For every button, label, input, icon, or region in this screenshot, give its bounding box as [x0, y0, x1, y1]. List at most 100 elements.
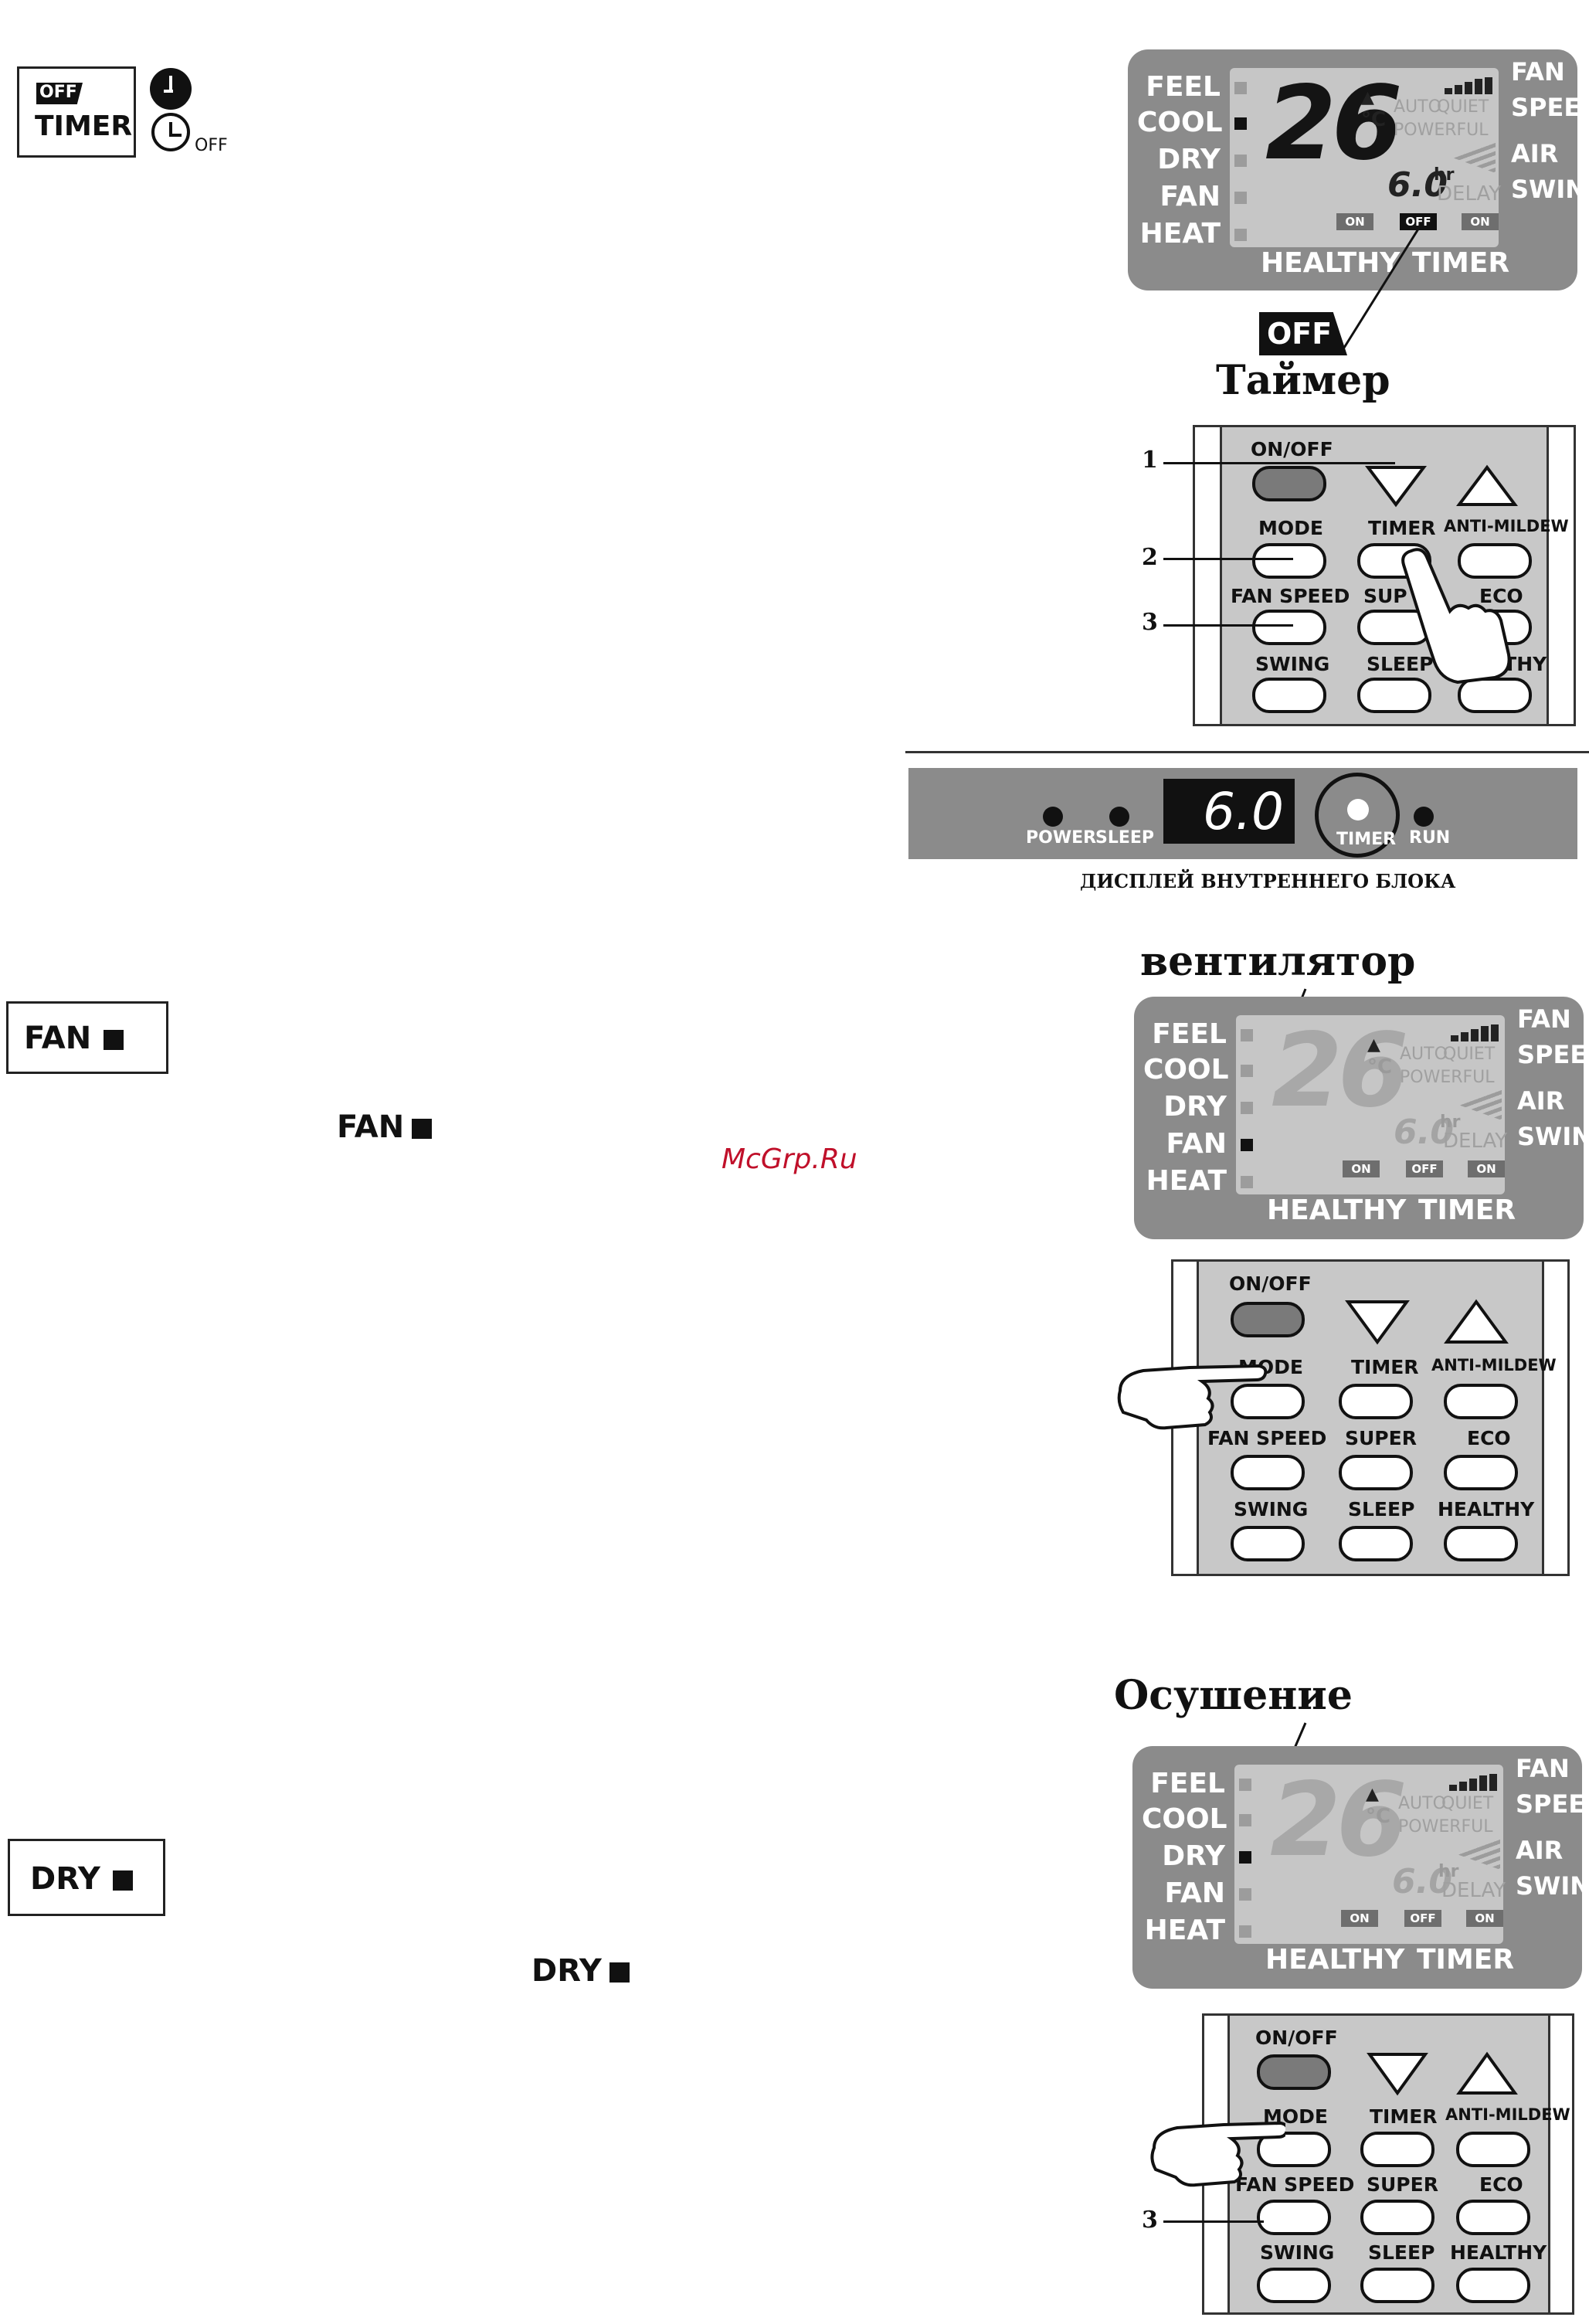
timer-highlight-ring — [1315, 773, 1400, 858]
delay-label: DELAY — [1441, 1879, 1506, 1902]
on-off-label: ON/OFF — [1255, 2027, 1338, 2049]
timer-up-icon[interactable] — [1456, 464, 1518, 508]
mode-dry: DRY — [1162, 1840, 1225, 1872]
delay-label: DELAY — [1443, 1130, 1508, 1153]
super-label: SUPER — [1345, 1427, 1417, 1449]
swing-button[interactable] — [1257, 2268, 1331, 2303]
fan-speed-button[interactable] — [1252, 610, 1326, 645]
swing-label: SWING — [1255, 653, 1330, 675]
callout-3: 3 — [1142, 609, 1158, 636]
dry-callout-3: 3 — [1142, 2207, 1158, 2234]
eco-button[interactable] — [1456, 2200, 1530, 2235]
anti-mildew-button[interactable] — [1456, 2132, 1530, 2167]
timer-down-icon[interactable] — [1367, 2051, 1428, 2096]
speed-label: SPEED — [1516, 1789, 1589, 1819]
delay-label: DELAY — [1437, 182, 1502, 206]
timer-down-icon[interactable] — [1365, 464, 1427, 508]
healthy-button[interactable] — [1456, 2268, 1530, 2303]
timer-button[interactable] — [1339, 1384, 1413, 1419]
on-off-button[interactable] — [1252, 466, 1326, 501]
fan-label: FAN — [1517, 1004, 1571, 1034]
callout-line-1 — [1163, 462, 1395, 464]
quiet-label: QUIET — [1437, 97, 1489, 117]
timer-button[interactable] — [1360, 2132, 1435, 2167]
fan-speed-bars-icon — [1449, 1774, 1509, 1791]
eco-label: ECO — [1479, 585, 1523, 607]
timer-up-icon[interactable] — [1444, 1299, 1509, 1345]
dry-box-label: DRY — [8, 1839, 165, 1916]
mode-button[interactable] — [1231, 1384, 1305, 1419]
timer-readout: 6.0 — [1203, 782, 1284, 841]
sleep-button[interactable] — [1357, 678, 1431, 713]
sleep-button[interactable] — [1339, 1526, 1413, 1561]
arrow-up-icon: ▲ — [1366, 1785, 1379, 1804]
run-label: RUN — [1409, 828, 1451, 848]
off-timer-box: OFF TIMER — [17, 66, 136, 158]
air-label: AIR — [1511, 139, 1559, 168]
mode-indicator — [1234, 117, 1247, 130]
mode-label: MODE — [1258, 517, 1323, 539]
hr-label: hr — [1434, 165, 1455, 185]
mode-indicator — [1241, 1102, 1253, 1114]
swing-label: SWING — [1511, 175, 1589, 204]
lcd-display-dry: FEEL COOL DRY FAN HEAT 26 ▲ °C AUTO QUIE… — [1132, 1746, 1589, 1989]
mode-fan: FAN — [1166, 1128, 1227, 1160]
auto-label: AUTO — [1394, 97, 1441, 117]
fan-speed-bars-icon — [1451, 1024, 1511, 1041]
super-button[interactable] — [1360, 2200, 1435, 2235]
fan-label: FAN — [1516, 1754, 1570, 1783]
sleep-button[interactable] — [1360, 2268, 1435, 2303]
sleep-led — [1109, 807, 1129, 827]
super-button[interactable] — [1339, 1455, 1413, 1490]
digital-readout: 6.0 — [1163, 779, 1295, 844]
on-off-button[interactable] — [1257, 2054, 1331, 2090]
fan-speed-button[interactable] — [1257, 2200, 1331, 2235]
square-icon — [112, 1870, 133, 1891]
square-icon — [104, 1030, 124, 1050]
fan-inline-text: FAN — [337, 1109, 405, 1145]
watermark: McGrp.Ru — [722, 1143, 857, 1175]
swing-button[interactable] — [1231, 1526, 1305, 1561]
auto-label: AUTO — [1400, 1045, 1448, 1064]
mode-dry: DRY — [1157, 144, 1221, 175]
mode-cool: COOL — [1142, 1803, 1227, 1835]
on-off-button[interactable] — [1231, 1302, 1305, 1337]
off-badge-text: OFF — [39, 83, 77, 102]
super-label: SUPER — [1367, 2173, 1438, 2196]
temperature-readout: 26 — [1270, 1761, 1407, 1880]
timer-label: TIMER — [35, 110, 133, 142]
swing-label: SWING — [1516, 1871, 1589, 1901]
fan-speed-label: FAN SPEED — [1231, 585, 1350, 607]
healthy-on-chip: ON — [1336, 213, 1373, 230]
healthy-button[interactable] — [1458, 678, 1532, 713]
air-label: AIR — [1517, 1086, 1565, 1116]
anti-mildew-button[interactable] — [1458, 543, 1532, 579]
mode-button[interactable] — [1252, 543, 1326, 579]
mode-indicator — [1234, 192, 1247, 204]
fan-speed-button[interactable] — [1231, 1455, 1305, 1490]
clock-off-icon — [151, 113, 190, 151]
mode-indicator — [1239, 1851, 1251, 1864]
timer-up-icon[interactable] — [1456, 2051, 1518, 2096]
on-off-label: ON/OFF — [1251, 438, 1333, 460]
timer-heading: Таймер — [1216, 357, 1390, 404]
anti-mildew-button[interactable] — [1444, 1384, 1518, 1419]
mode-indicator — [1234, 229, 1247, 241]
speed-label: SPEED — [1511, 93, 1589, 122]
timer-label: TIMER — [1418, 1194, 1516, 1226]
dry-box-text: DRY — [30, 1861, 100, 1897]
indoor-unit-display: POWER SLEEP 6.0 TIMER RUN — [908, 768, 1577, 859]
sleep-label: SLEEP — [1367, 653, 1434, 675]
swing-label: SWING — [1517, 1122, 1589, 1151]
powerful-label: POWERFUL — [1398, 1817, 1493, 1836]
healthy-button[interactable] — [1444, 1526, 1518, 1561]
degree-unit: °C — [1367, 1055, 1393, 1079]
timer-down-icon[interactable] — [1345, 1299, 1410, 1345]
on-off-label: ON/OFF — [1229, 1272, 1312, 1295]
pointing-hand-icon — [1150, 2121, 1285, 2187]
anti-mildew-label: ANTI-MILDEW — [1431, 1356, 1557, 1374]
eco-button[interactable] — [1444, 1455, 1518, 1490]
air-label: AIR — [1516, 1836, 1564, 1865]
arrow-up-icon: ▲ — [1367, 1035, 1380, 1055]
swing-button[interactable] — [1252, 678, 1326, 713]
